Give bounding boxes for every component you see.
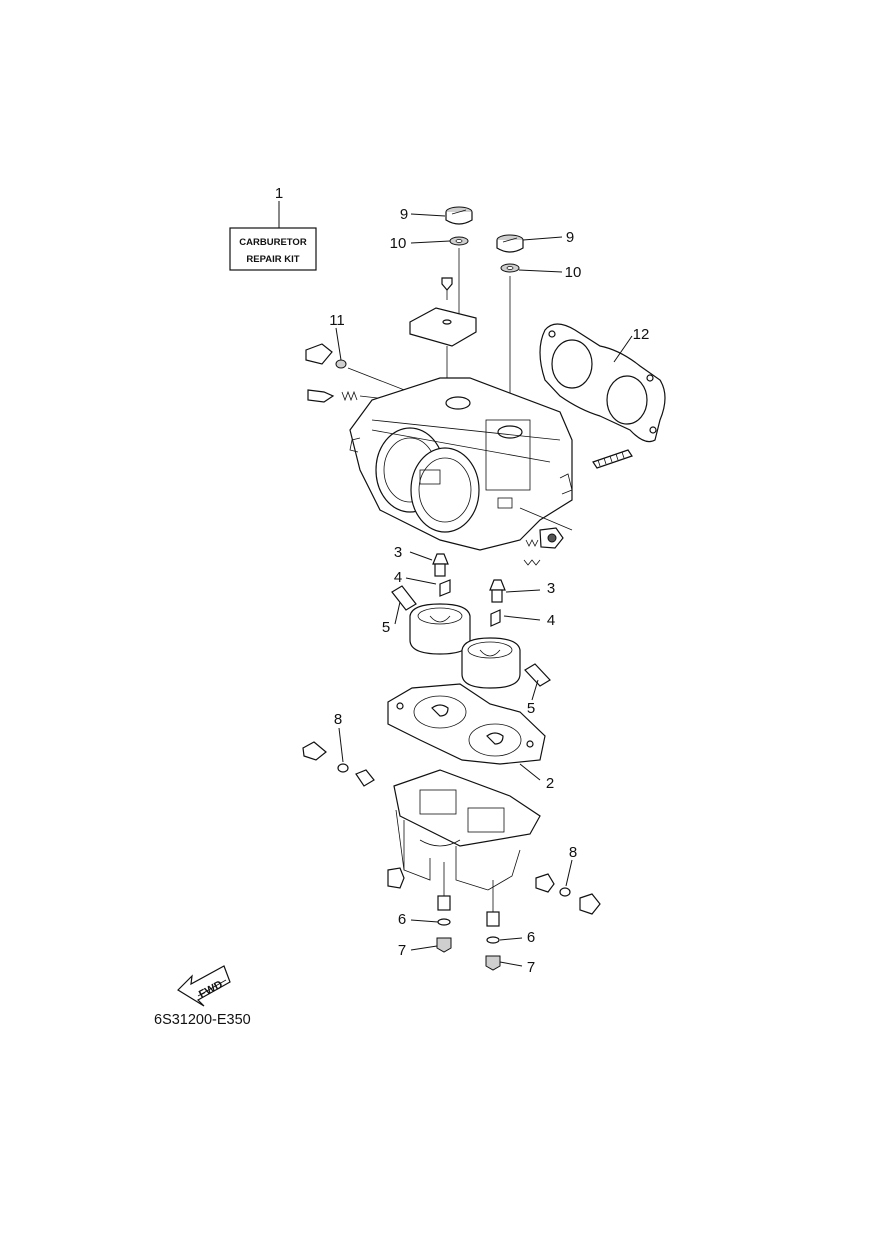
callout-5-right: 5 <box>527 700 535 717</box>
callout-7-left: 7 <box>398 942 406 959</box>
callout-numbers: 1 9 10 9 10 11 12 3 4 5 3 4 5 8 2 8 6 7 … <box>275 185 650 976</box>
float-left <box>409 603 471 655</box>
cover-plate <box>409 277 477 392</box>
repair-kit-box: CARBURETOR REPAIR KIT <box>229 201 317 271</box>
callout-11: 11 <box>329 312 345 329</box>
kit-label-line1: CARBURETOR <box>239 237 307 248</box>
callout-1: 1 <box>275 185 283 202</box>
callout-7-right: 7 <box>527 959 535 976</box>
callout-6-right: 6 <box>527 929 535 946</box>
float-right <box>461 637 521 689</box>
leader-lines <box>335 213 633 967</box>
carburetor-body <box>349 377 573 566</box>
kit-label-line2: REPAIR KIT <box>246 254 299 265</box>
callout-4-right: 4 <box>547 612 555 629</box>
callout-5-left: 5 <box>382 619 390 636</box>
bowl-screws <box>302 741 601 915</box>
float-pin-left <box>391 585 417 611</box>
callout-8-left: 8 <box>334 711 342 728</box>
callout-9-right: 9 <box>566 229 574 246</box>
stud-and-nut <box>539 449 633 549</box>
callout-3-left: 3 <box>394 544 402 561</box>
callout-2: 2 <box>546 775 554 792</box>
main-jets <box>436 862 501 971</box>
fwd-arrow-icon: FWD <box>177 965 231 1007</box>
callout-3-right: 3 <box>547 580 555 597</box>
callout-10-right: 10 <box>565 264 582 281</box>
float-bowl <box>393 769 541 891</box>
callout-10-left: 10 <box>390 235 407 252</box>
idle-adjust-screw <box>305 343 431 405</box>
float-bowl-gasket <box>387 683 546 765</box>
callout-6-left: 6 <box>398 911 406 928</box>
float-pin-right <box>524 663 551 687</box>
callout-9-left: 9 <box>400 206 408 223</box>
diagram-code: 6S31200-E350 <box>154 1012 251 1028</box>
callout-4-left: 4 <box>394 569 402 586</box>
callout-12: 12 <box>633 326 650 343</box>
intake-gasket <box>539 323 666 443</box>
drain-plug-right <box>496 234 524 428</box>
needle-valve-right <box>489 579 506 627</box>
drain-plug-left <box>445 206 473 322</box>
needle-valve-left <box>432 553 451 597</box>
callout-8-right: 8 <box>569 844 577 861</box>
